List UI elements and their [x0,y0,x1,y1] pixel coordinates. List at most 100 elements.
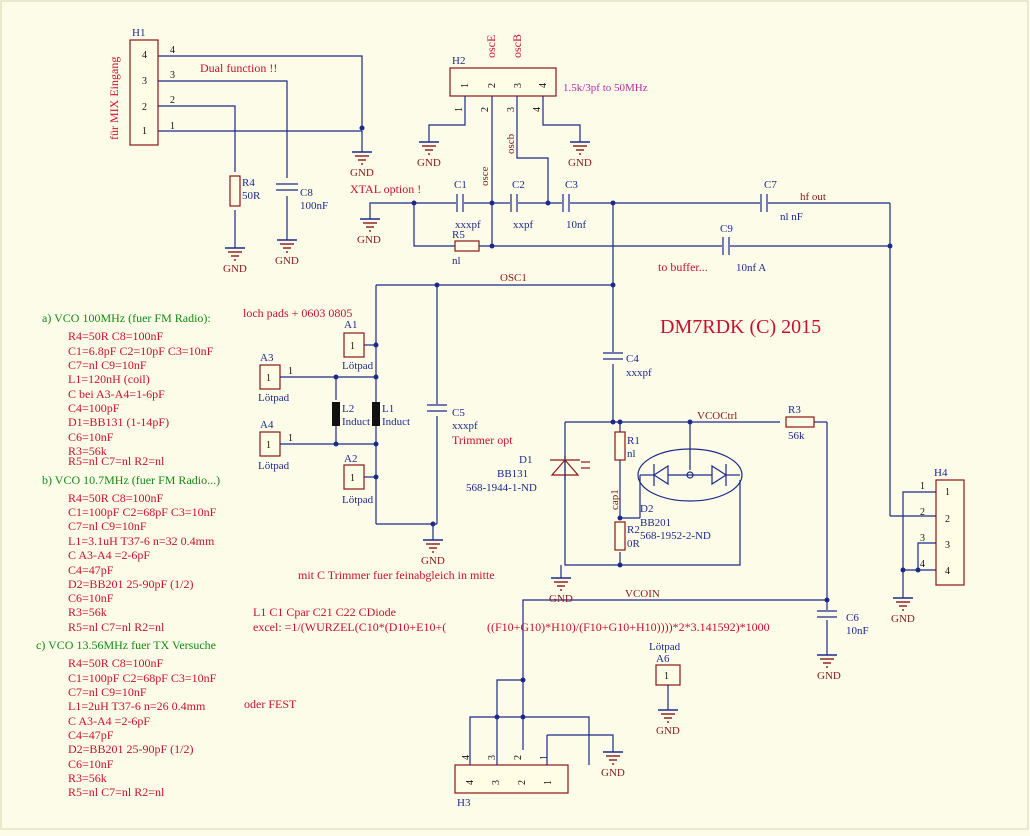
vco-a-title: a) VCO 100MHz (fuer FM Radio): [42,311,211,325]
pad-a6: 1 A6 Lötpad [649,641,681,710]
gnd-symbol: GND [601,751,625,779]
lochpads-note: loch pads + 0603 0805 [243,306,352,320]
dual-function-note: Dual function !! [200,61,277,75]
a4-pin: 1 [266,440,271,451]
resistor-r4: R4 50R [229,175,261,207]
r3-value: 56k [788,430,805,442]
gnd-symbol: GND [568,141,592,169]
pad-a4: 1 A4 Lötpad 1 [258,419,293,472]
l2-value: Induct [342,416,370,428]
cap1-net-label: cap1 [609,489,621,510]
oscb-net-label: oscb [505,133,517,154]
h1-pin-4: 4 [142,50,147,61]
h1-pin-2: 2 [142,102,147,113]
a3-wire-pin: 1 [288,366,293,377]
vcoin-wires [522,599,828,750]
d2-value: BB201 [640,517,671,529]
c1-ref: C1 [454,179,467,191]
svg-text:R5=nl C7=nl R2=nl: R5=nl C7=nl R2=nl [68,620,165,634]
svg-text:C6=10nF: C6=10nF [68,591,114,605]
capacitor-c5: C5 xxxpf [427,404,478,432]
h1-pin-3: 3 [142,76,147,87]
svg-text:C4=100pF: C4=100pF [68,401,120,415]
svg-text:C A3-A4 =2-6pF: C A3-A4 =2-6pF [68,714,150,728]
svg-text:D1=BB131 (1-14pF): D1=BB131 (1-14pF) [68,415,169,429]
gnd-label: GND [417,157,441,169]
r4-value: 50R [242,190,261,202]
capacitor-c8: C8 100nF [276,183,328,212]
c6-value: 10nF [846,625,869,637]
capacitor-c1: C1 xxxpf [454,179,481,231]
gnd-symbol: GND [549,577,573,605]
inductor-l2: L2 Induct [332,402,370,428]
h4-wire-2: 2 [920,507,925,518]
resistor-r5: R5 nl [452,229,480,267]
gnd-symbol: GND [817,654,841,682]
svg-text:C1=6.8pF C2=10pF C3=10nF: C1=6.8pF C2=10pF C3=10nF [68,344,214,358]
a6-value: Lötpad [649,641,681,653]
c5-value: xxxpf [452,420,478,432]
c8-value: 100nF [300,200,328,212]
h4-pin-4: 4 [945,566,950,577]
gnd-label: GND [568,157,592,169]
r2-ref: R2 [627,524,640,536]
r3-ref: R3 [788,404,801,416]
h2-pin-4: 4 [538,83,549,88]
svg-text:R3=56k: R3=56k [68,444,107,458]
r1-value: nl [627,448,636,460]
h4-wires [890,491,936,598]
h1-wire-2: 2 [170,95,175,106]
h2-note: 1.5k/3pf to 50MHz [563,82,648,94]
gnd-label: GND [357,234,381,246]
vco-c-notes: c) VCO 13.56MHz fuer TX Versuche R4=50R … [36,638,217,799]
c2-ref: C2 [512,179,525,191]
capacitor-c3: C3 10nf [562,179,587,231]
svg-text:L1=2uH T37-6 n=26 0.4mm: L1=2uH T37-6 n=26 0.4mm [68,699,206,713]
gnd-label: GND [817,670,841,682]
buffer-note: to buffer... [658,260,708,274]
r2-value: 0R [627,538,641,550]
svg-text:D2=BB201 25-90pF (1/2): D2=BB201 25-90pF (1/2) [68,577,193,591]
h1-wire-4: 4 [170,45,175,56]
vco-c-title: c) VCO 13.56MHz fuer TX Versuche [36,638,216,652]
svg-text:R4=50R C8=100nF: R4=50R C8=100nF [68,656,164,670]
h3-wire-4: 4 [461,755,472,760]
gnd-symbol: GND [275,239,299,267]
c7-value: nl nF [780,211,803,223]
inductor-wires [280,376,376,445]
resistor-r2: R2 0R [614,521,641,551]
h4-wire-1: 1 [920,481,925,492]
c4-value: xxxpf [626,367,652,379]
svg-text:D2=BB201 25-90pF (1/2): D2=BB201 25-90pF (1/2) [68,742,193,756]
svg-text:R5=nl C7=nl R2=nl: R5=nl C7=nl R2=nl [68,785,165,799]
r4-ref: R4 [242,177,255,189]
c9-value: 10nf A [736,262,766,274]
a4-value: Lötpad [258,460,290,472]
gnd-symbol: GND [421,539,445,567]
h3-pin-1: 1 [543,780,554,785]
gnd-label: GND [275,255,299,267]
pad-a1: 1 A1 Lötpad [342,319,376,372]
a6-pin: 1 [664,671,669,682]
h3-wire-3: 3 [487,755,498,760]
trimmer-fine-note: mit C Trimmer fuer feinabgleich in mitte [298,568,495,582]
c2-value: xxpf [513,219,534,231]
varactor-d1: D1 BB131 568-1944-1-ND [466,454,590,494]
connector-h1: H1 für MIX Eingang 4 3 2 1 [107,27,159,146]
gnd-symbol: GND [350,151,374,179]
h3-pin-3: 3 [491,780,502,785]
d1-ref: D1 [519,454,532,466]
gnd-label: GND [350,167,374,179]
svg-text:C1=100pF C2=68pF C3=10nF: C1=100pF C2=68pF C3=10nF [68,505,217,519]
h3-wires [469,679,614,765]
d1-part: 568-1944-1-ND [466,482,537,494]
hf-out-net-label: hf out [800,191,826,203]
h2-pin-3: 3 [513,83,524,88]
vco-b-notes: b) VCO 10.7MHz (fuer FM Radio...) R4=50R… [42,473,220,634]
h2-wires [428,96,581,246]
d1-value: BB131 [497,468,528,480]
capacitor-c6: C6 10nF [817,610,869,637]
vco-b-title: b) VCO 10.7MHz (fuer FM Radio...) [42,473,220,487]
